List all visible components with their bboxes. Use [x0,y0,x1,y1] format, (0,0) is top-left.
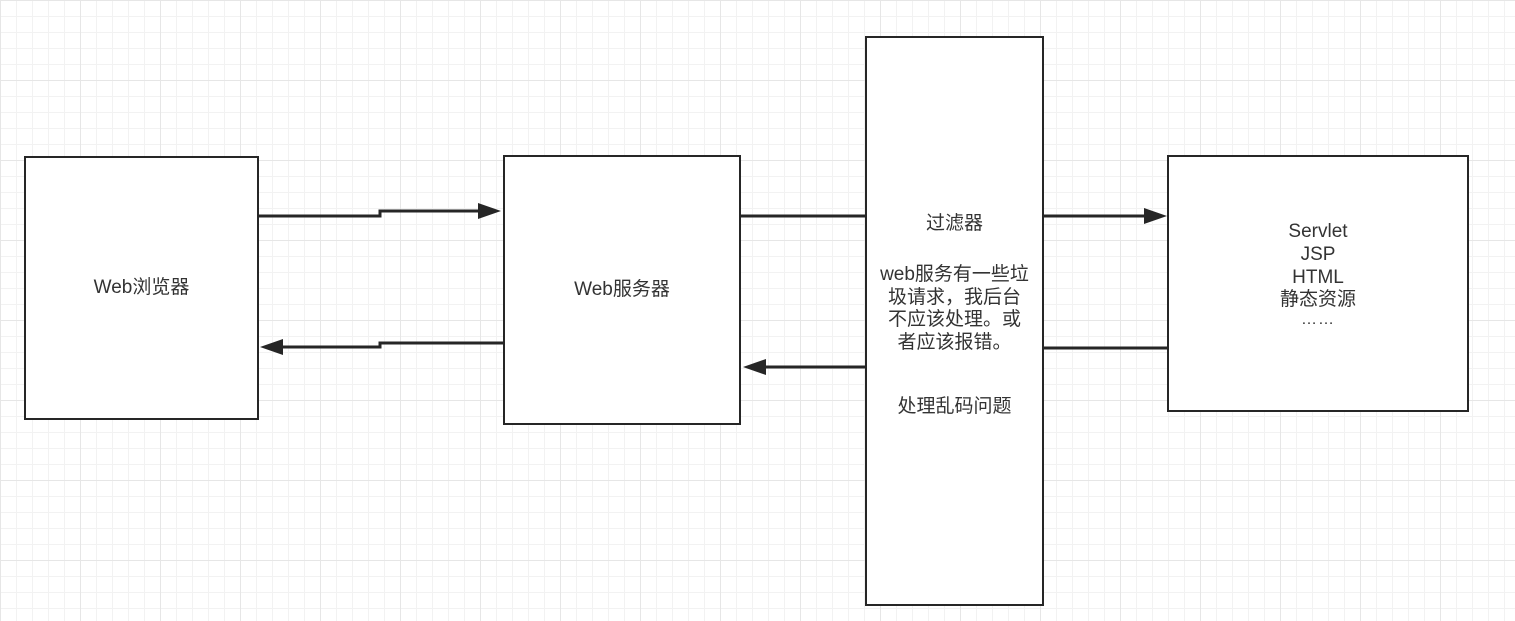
arrowhead-filter-to-targets [1144,208,1167,224]
web-server-label: Web服务器 [574,279,670,301]
web-server-node[interactable]: Web服务器 [503,155,741,425]
arrowhead-server-to-browser [260,339,283,355]
target-ellipsis: …… [1301,311,1335,329]
web-browser-node[interactable]: Web浏览器 [24,156,259,420]
targets-node[interactable]: Servlet JSP HTML 静态资源 …… [1167,155,1469,412]
filter-node[interactable]: 过滤器 web服务有一些垃圾请求，我后台不应该处理。或者应该报错。 处理乱码问题 [865,36,1044,606]
target-html: HTML [1292,266,1344,288]
arrowhead-browser-to-server [478,203,501,219]
target-jsp: JSP [1300,243,1336,265]
target-static-resources: 静态资源 [1279,289,1356,311]
edge-browser-to-server [259,209,480,218]
filter-description: web服务有一些垃圾请求，我后台不应该处理。或者应该报错。 [880,263,1029,354]
edge-server-to-browser [281,341,503,349]
filter-extra-note: 处理乱码问题 [897,395,1012,417]
target-servlet: Servlet [1288,220,1348,242]
filter-title: 过滤器 [925,213,983,234]
web-browser-label: Web浏览器 [93,277,190,299]
arrowhead-filter-to-server [743,359,766,375]
